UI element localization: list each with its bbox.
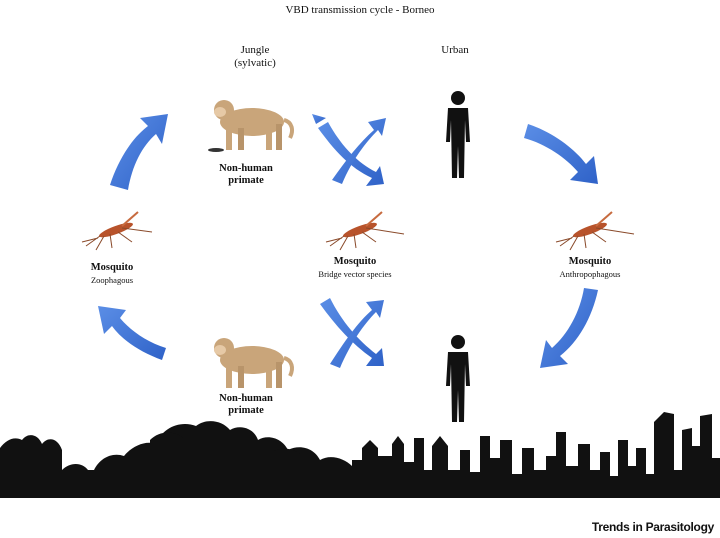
city-silhouette [352,412,720,498]
label-nhp-top: Non-human primate [219,163,273,186]
mosquito-left-icon [81,211,153,251]
label-mosquito-left: Mosquito [90,262,134,273]
crossed-arrows-top [312,114,386,186]
cycle-arrow-bottom-right [540,288,598,368]
label-mosquito-center: Mosquito [333,256,377,267]
crossed-arrows-bottom [320,298,384,368]
mosquito-center-icon [325,211,405,251]
region-label-jungle: Jungle (sylvatic) [234,44,276,69]
label-nhp-bottom: Non-human primate [219,393,273,416]
region-label-urban: Urban [441,44,469,56]
label-mosquito-right: Mosquito [568,256,612,267]
diagram-title: VBD transmission cycle - Borneo [285,4,435,16]
monkey-top-icon [208,100,294,152]
jungle-silhouette [0,421,352,498]
cycle-arrow-bottom-left [98,306,166,360]
monkey-bottom-icon [214,338,294,388]
cycle-arrow-top-left [110,114,168,190]
journal-credit: Trends in Parasitology [591,520,714,534]
mosquito-right-icon [555,211,635,251]
label-mosquito-center-desc: Bridge vector species [318,269,392,279]
human-top-icon [446,91,470,178]
label-mosquito-left-desc: Zoophagous [90,275,134,285]
human-bottom-icon [446,335,470,422]
label-mosquito-right-desc: Anthropophagous [559,269,621,279]
cycle-arrow-top-right [524,124,598,184]
